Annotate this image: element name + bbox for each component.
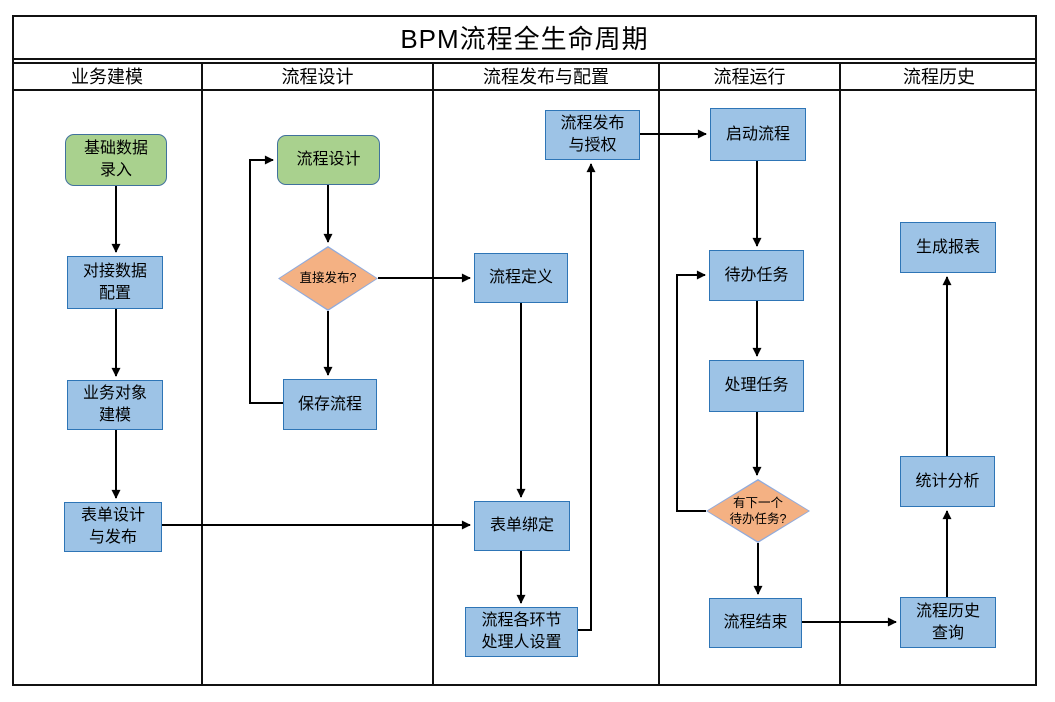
lane-header-process-run: 流程运行 [713,67,786,87]
lane-header-process-design: 流程设计 [281,67,354,87]
lane-header-business-modeling: 业务建模 [71,67,143,87]
node-form-binding: 表单绑定 [474,501,570,551]
node-statistics-analysis: 统计分析 [900,456,995,507]
lane-header-process-history: 流程历史 [903,67,975,87]
node-data-connect-config: 对接数据 配置 [67,256,163,309]
edge-save-process-to-process-design [249,155,283,404]
node-process-definition: 流程定义 [474,253,568,303]
diagram-outer-border [12,15,1037,686]
decision-next-todo-task: 有下一个 待办任务? [706,479,810,543]
lane-divider [658,62,660,684]
lane-header-publish-config: 流程发布与配置 [483,67,609,87]
header-bottom-line [12,89,1037,91]
node-process-end: 流程结束 [709,598,802,648]
edge-next-decision-to-todo-task-loop [676,270,706,512]
header-top-line [12,62,1037,64]
node-save-process: 保存流程 [283,379,377,430]
node-process-history-query: 流程历史 查询 [900,597,996,648]
node-form-design-publish: 表单设计 与发布 [64,502,162,552]
node-handle-task: 处理任务 [709,360,804,412]
decision-direct-publish: 直接发布? [278,246,378,311]
edge-handler-setting-to-publish-auth [578,163,596,631]
node-base-data-entry: 基础数据 录入 [65,134,167,186]
node-business-object-modeling: 业务对象 建模 [67,380,163,430]
diagram-title-row: BPM流程全生命周期 [12,15,1037,59]
node-handler-setting: 流程各环节 处理人设置 [465,607,578,657]
node-process-design: 流程设计 [277,135,380,185]
page-title: BPM流程全生命周期 [400,23,649,54]
node-todo-task: 待办任务 [709,250,804,301]
lane-divider [839,62,841,684]
node-process-publish-auth: 流程发布 与授权 [545,110,640,160]
node-report-generation: 生成报表 [900,222,996,273]
node-start-process: 启动流程 [710,108,806,161]
title-bottom-line [12,58,1037,60]
lane-divider [201,62,203,684]
lane-divider [432,62,434,684]
